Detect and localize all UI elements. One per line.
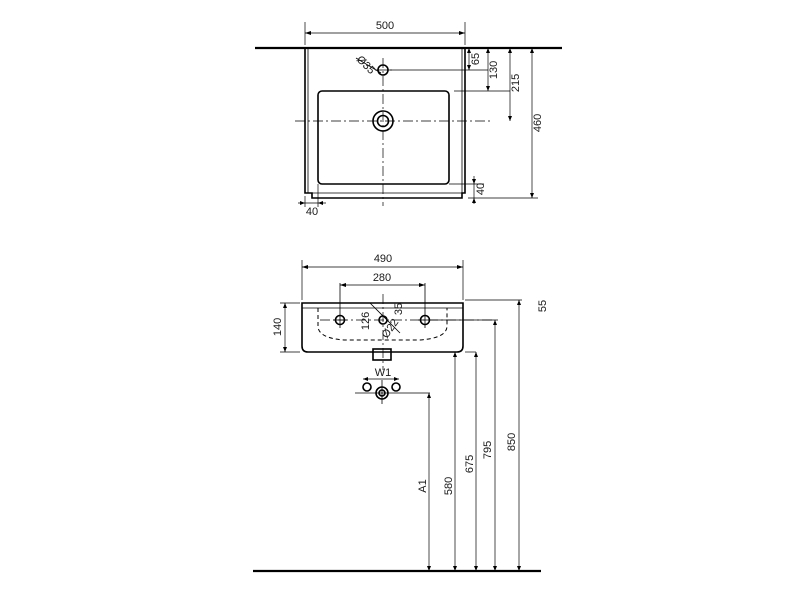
dim-215-label: 215 bbox=[510, 74, 522, 92]
valve-symbol: W1 bbox=[355, 367, 430, 404]
front-width-label: 490 bbox=[374, 253, 392, 265]
dim-795-label: 795 bbox=[482, 441, 494, 459]
hole-spacing-label: 280 bbox=[373, 272, 391, 284]
dim-580-label: 580 bbox=[443, 477, 455, 495]
bowl-outline bbox=[317, 90, 450, 185]
dim-A1-label: A1 bbox=[417, 479, 429, 492]
front-bowl-hidden bbox=[317, 308, 448, 341]
drain-inner bbox=[376, 114, 390, 128]
width-label: 500 bbox=[376, 20, 394, 32]
front-drain-outlet bbox=[372, 348, 392, 361]
top-thickness-label: 55 bbox=[537, 300, 549, 312]
dim-675-label: 675 bbox=[464, 455, 476, 473]
dim-130-label: 130 bbox=[488, 61, 500, 79]
depth-label: 460 bbox=[532, 114, 544, 132]
dim-40-left-label: 40 bbox=[306, 206, 318, 218]
tap-hole-diameter-label: Ø35 bbox=[354, 54, 377, 77]
front-view: 490 280 35 126 Ø22 140 55 W1 bbox=[253, 253, 549, 573]
dim-126-label: 126 bbox=[360, 312, 372, 330]
dim-850-label: 850 bbox=[506, 433, 518, 451]
dim-35-label: 35 bbox=[393, 303, 405, 315]
dim-65-label: 65 bbox=[470, 53, 482, 65]
basin-outline bbox=[304, 49, 466, 199]
top-view: Ø35 500 65 130 215 460 bbox=[255, 20, 562, 218]
front-basin-outline bbox=[301, 302, 464, 353]
valve-label: W1 bbox=[375, 367, 392, 379]
dim-40-right-label: 40 bbox=[475, 183, 487, 195]
front-height-label: 140 bbox=[272, 318, 284, 336]
drain-outer bbox=[372, 110, 394, 132]
